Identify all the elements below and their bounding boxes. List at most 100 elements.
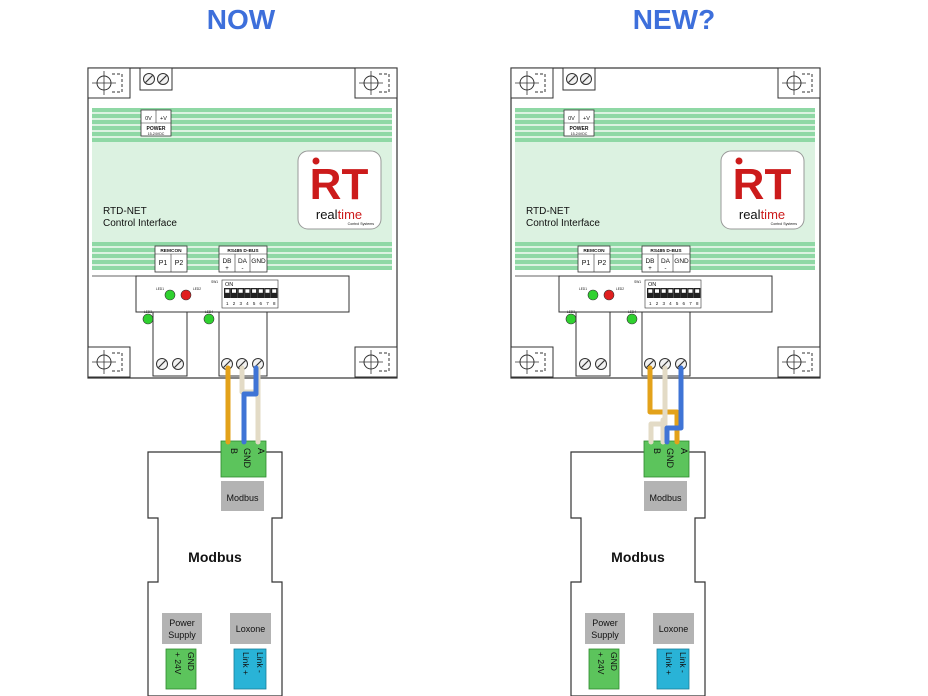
dip-sw-label: SW1: [634, 280, 641, 284]
fixing-tab-bottom-left: [87, 346, 131, 378]
logo-word-real: real: [739, 207, 761, 222]
device-model-label: RTD-NET: [103, 206, 147, 217]
dip-switch-3: [237, 288, 244, 298]
device-model-label: RTD-NET: [526, 206, 570, 217]
power-range-label: 15-24VDC: [571, 132, 588, 136]
dip-on-label: ON: [648, 282, 656, 288]
link-minus-label: Link -: [255, 652, 265, 673]
modbus-term-b: B: [229, 448, 239, 454]
dip-switch-5: [250, 288, 258, 298]
dip-switch-4: [667, 288, 674, 298]
modbus-terminal: [643, 440, 690, 478]
modbus-term-b: B: [652, 448, 662, 454]
logo-word-real: real: [316, 207, 338, 222]
rs485-da-label: DA: [661, 258, 671, 265]
face-stripe-bottom-0: [515, 242, 815, 246]
face-stripe-top-5: [92, 138, 392, 142]
link-plus-label: Link +: [241, 652, 251, 675]
power-screw-2: [156, 72, 170, 86]
modbus-term-a: A: [256, 448, 266, 454]
remcon-screw-2: [171, 357, 185, 371]
dip-switch-2: [653, 288, 661, 298]
loxone-terminal: [656, 648, 690, 690]
rs485-db-label: DB: [222, 258, 231, 265]
power-supply-box: [585, 613, 625, 644]
fixing-tab-top-left: [87, 67, 131, 99]
dip-number-8: 8: [273, 301, 276, 306]
power-screw-2: [579, 72, 593, 86]
dip-number-2: 2: [233, 301, 236, 306]
remcon-p2-label: P2: [598, 260, 607, 267]
rs485-label-box: [218, 245, 268, 273]
face-stripe-bottom-0: [92, 242, 392, 246]
modbus-title: Modbus: [188, 549, 242, 565]
modbus-term-gnd: GND: [665, 448, 675, 469]
face-stripe-top-2: [515, 120, 815, 124]
fixing-tab-top-right: [354, 67, 398, 99]
led4-green: [626, 313, 638, 325]
dip-switch-1: [647, 288, 654, 298]
power-supply-line2: Supply: [168, 630, 196, 640]
fixing-tab-bottom-right: [354, 346, 398, 378]
power-plus-label: +V: [583, 116, 590, 122]
logo-dot: [735, 157, 743, 165]
modbus-port-box: [644, 481, 687, 511]
loxone-box: [653, 613, 694, 644]
modbus-term-a: A: [679, 448, 689, 454]
power-24v-label: + 24V: [173, 652, 183, 675]
loxone-terminal: [233, 648, 267, 690]
remcon-label: REMCON: [160, 248, 182, 254]
modbus-port-box: [221, 481, 264, 511]
power-label: POWER: [147, 126, 166, 132]
logo-wordmark: realtime: [739, 207, 785, 222]
dip-number-6: 6: [683, 301, 686, 306]
led1-green: [587, 289, 599, 301]
remcon-screw-1: [578, 357, 592, 371]
logo-wordmark: realtime: [316, 207, 362, 222]
dip-switch-8: [270, 288, 278, 298]
title-now: NOW: [206, 4, 276, 35]
power-supply-terminal: [588, 648, 620, 690]
loxone-label: Loxone: [659, 624, 689, 634]
device-description-label: Control Interface: [103, 218, 177, 229]
dip-switch-8: [693, 288, 701, 298]
remcon-screw-1: [155, 357, 169, 371]
dip-switch-5: [673, 288, 681, 298]
logo-word-time: time: [338, 207, 363, 222]
logo-word-time: time: [761, 207, 786, 222]
face-stripe-top-4: [92, 132, 392, 136]
logo-subtitle: Control Systems: [771, 222, 798, 226]
face-stripe-top-5: [515, 138, 815, 142]
wire-beige-a: [648, 365, 668, 445]
remcon-p1-label: P1: [159, 260, 168, 267]
led3-label: LED3: [144, 310, 152, 314]
rs485-da-minus: -: [665, 266, 667, 272]
dip-switch-2: [230, 288, 238, 298]
dip-number-7: 7: [689, 301, 692, 306]
face-stripe-top-4: [515, 132, 815, 136]
power-supply-line1: Power: [169, 618, 195, 628]
title-new: NEW?: [632, 4, 716, 35]
rs485-gnd-label: GND: [251, 258, 266, 265]
led2-red: [180, 289, 192, 301]
link-plus-label: Link +: [664, 652, 674, 675]
power-plus-label: +V: [160, 116, 167, 122]
led2-label: LED2: [616, 287, 624, 291]
power-screw-1: [565, 72, 579, 86]
power-0v-label: 0V: [145, 116, 152, 122]
dip-number-5: 5: [676, 301, 679, 306]
modbus-term-gnd: GND: [242, 448, 252, 469]
dip-switch-6: [680, 288, 688, 298]
led3-green: [565, 313, 577, 325]
rs485-db-plus: +: [225, 266, 229, 272]
dip-number-5: 5: [253, 301, 256, 306]
rs485-label: RS485 D-BUS: [227, 248, 259, 254]
dip-switch-7: [264, 288, 271, 298]
power-screw-1: [142, 72, 156, 86]
modbus-title: Modbus: [611, 549, 665, 565]
